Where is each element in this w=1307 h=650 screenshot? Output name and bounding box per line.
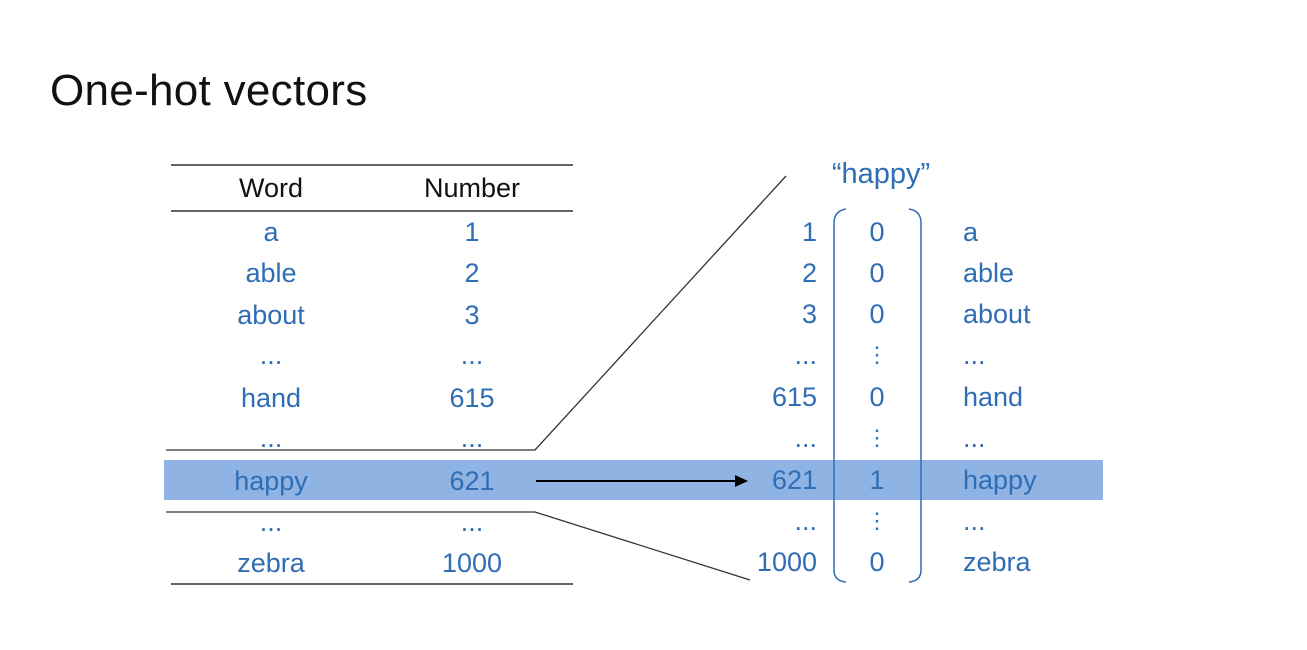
vector-value: 0 bbox=[869, 217, 885, 247]
word-cell: hand bbox=[240, 383, 302, 413]
number-cell: 2 bbox=[464, 258, 480, 288]
number-cell: 3 bbox=[464, 300, 480, 330]
vector-word: ... bbox=[963, 506, 986, 536]
vector-index: 3 bbox=[801, 299, 817, 329]
word-cell: about bbox=[237, 300, 305, 330]
vector-value: 1 bbox=[869, 465, 885, 495]
vector-word: happy bbox=[963, 465, 1037, 495]
vector-word: ... bbox=[963, 340, 986, 370]
vector-value: ⋮ bbox=[866, 508, 888, 533]
header-word: Word bbox=[238, 173, 304, 203]
word-cell: ... bbox=[259, 423, 283, 453]
vector-left-bracket bbox=[833, 208, 847, 583]
vector-right-bracket bbox=[908, 208, 922, 583]
vector-value: ⋮ bbox=[866, 342, 888, 367]
vector-value: ⋮ bbox=[866, 425, 888, 450]
vector-index: 615 bbox=[771, 382, 817, 412]
vector-index: ... bbox=[794, 423, 817, 453]
vector-value: 0 bbox=[869, 382, 885, 412]
mapping-arrowhead bbox=[735, 475, 748, 487]
number-cell: 615 bbox=[449, 383, 495, 413]
zoom-line-lower bbox=[166, 511, 751, 581]
word-cell: happy bbox=[234, 466, 308, 496]
word-cell: ... bbox=[259, 340, 283, 370]
slide-title: One-hot vectors bbox=[50, 66, 368, 115]
vector-word: hand bbox=[963, 382, 1024, 412]
vector-word: able bbox=[963, 258, 1015, 288]
number-cell: ... bbox=[460, 340, 484, 370]
vector-word: zebra bbox=[963, 547, 1031, 577]
vector-value: 0 bbox=[869, 299, 885, 329]
number-cell: 621 bbox=[449, 466, 495, 496]
header-number: Number bbox=[423, 173, 521, 203]
number-cell: 1000 bbox=[441, 548, 503, 578]
number-cell: 1 bbox=[464, 217, 480, 247]
vector-index: 2 bbox=[801, 258, 817, 288]
vector-index: ... bbox=[794, 506, 817, 536]
vector-index: 1000 bbox=[756, 547, 817, 577]
vector-index: 1 bbox=[801, 217, 817, 247]
vector-value: 0 bbox=[869, 547, 885, 577]
vector-word: ... bbox=[963, 423, 986, 453]
number-cell: ... bbox=[460, 507, 484, 537]
word-cell: zebra bbox=[237, 548, 305, 578]
word-cell: a bbox=[263, 217, 279, 247]
vector-value: 0 bbox=[869, 258, 885, 288]
vector-word: a bbox=[963, 217, 979, 247]
vector-index: ... bbox=[794, 340, 817, 370]
number-cell: ... bbox=[460, 423, 484, 453]
vector-word: about bbox=[963, 299, 1031, 329]
zoom-line-upper bbox=[166, 175, 787, 451]
word-cell: able bbox=[245, 258, 297, 288]
vector-index: 621 bbox=[771, 465, 817, 495]
vector-label: “happy” bbox=[831, 158, 931, 190]
word-cell: ... bbox=[259, 507, 283, 537]
